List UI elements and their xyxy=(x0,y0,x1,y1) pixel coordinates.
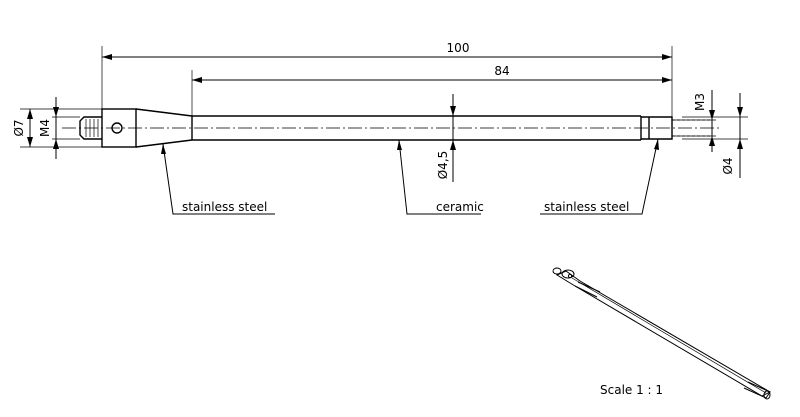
material-callouts: stainless steel ceramic stainless steel xyxy=(161,138,659,215)
iso-tip-end xyxy=(763,390,771,400)
dim-m4-label: M4 xyxy=(38,119,52,137)
scale-label: Scale 1 : 1 xyxy=(600,383,663,397)
dimension-right-diameters: M3 Ø4 xyxy=(672,90,748,178)
steel-taper xyxy=(135,108,193,148)
iso-taper xyxy=(574,281,601,298)
iso-tip xyxy=(743,381,771,399)
dim-84-label: 84 xyxy=(494,64,509,78)
material-left-label: stainless steel xyxy=(182,200,267,214)
iso-cross-hole xyxy=(567,273,573,279)
dim-d4-label: Ø4 xyxy=(721,157,735,174)
dimension-stem-diameter: Ø4,5 xyxy=(436,94,456,182)
isometric-view: Scale 1 : 1 xyxy=(552,267,772,400)
dim-m3-label: M3 xyxy=(693,93,707,111)
leader-right xyxy=(540,138,659,215)
iso-shank-end xyxy=(561,269,575,279)
dim-d4-5-label: Ø4,5 xyxy=(436,151,450,180)
stylus-part-outline xyxy=(62,108,720,148)
leader-left xyxy=(162,143,275,215)
dimension-left-diameters: Ø7 M4 xyxy=(12,97,102,159)
leader-middle xyxy=(398,139,481,215)
dimension-overall-length: 100 xyxy=(101,41,673,117)
material-middle-label: ceramic xyxy=(436,200,484,214)
dim-d7-label: Ø7 xyxy=(12,119,26,136)
ceramic-stem xyxy=(191,115,641,141)
material-right-label: stainless steel xyxy=(544,200,629,214)
dimension-ceramic-length: 84 xyxy=(191,64,672,116)
iso-outline xyxy=(555,270,772,397)
dim-100-label: 100 xyxy=(447,41,470,55)
iso-thread-end xyxy=(552,267,562,275)
